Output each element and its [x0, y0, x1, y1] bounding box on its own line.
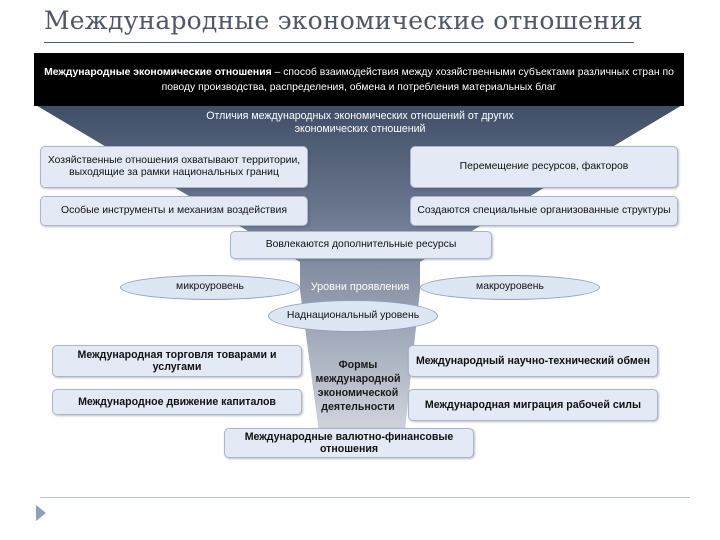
page-title: Международные экономические отношения	[44, 6, 643, 35]
form-item-labor-migration: Международная миграция рабочей силы	[408, 389, 658, 421]
levels-heading: Уровни проявления	[310, 280, 410, 293]
definition-banner: Международные экономические отношения – …	[34, 53, 684, 106]
forms-heading: Формы международной экономической деятел…	[315, 359, 401, 413]
slide-arrow-icon	[36, 505, 46, 521]
diff-item-resources: Перемещение ресурсов, факторов	[410, 146, 678, 188]
diff-item-territory: Хозяйственные отношения охватывают терри…	[40, 146, 308, 188]
definition-text: – способ взаимодействия между хозяйствен…	[161, 67, 674, 93]
definition-term: Международные экономические отношения	[44, 67, 272, 78]
form-item-capital: Международное движение капиталов	[52, 389, 302, 415]
form-item-trade: Международная торговля товарами и услуга…	[52, 345, 302, 377]
form-item-sci-tech: Международный научно-технический обмен	[408, 345, 658, 377]
title-underline	[44, 42, 634, 43]
footer-divider	[40, 497, 690, 498]
level-supranational: Наднациональный уровень	[268, 300, 438, 332]
level-macro: макроуровень	[420, 275, 600, 300]
form-item-currency-finance: Международные валютно-финансовые отношен…	[224, 428, 474, 458]
level-micro: микроуровень	[120, 275, 300, 300]
diff-item-structures: Создаются специальные организованные стр…	[410, 196, 678, 226]
differences-heading: Отличия международных экономических отно…	[206, 110, 514, 135]
diff-item-additional-resources: Вовлекаются дополнительные ресурсы	[230, 231, 492, 259]
diff-item-instruments: Особые инструменты и механизм воздействи…	[40, 196, 308, 226]
